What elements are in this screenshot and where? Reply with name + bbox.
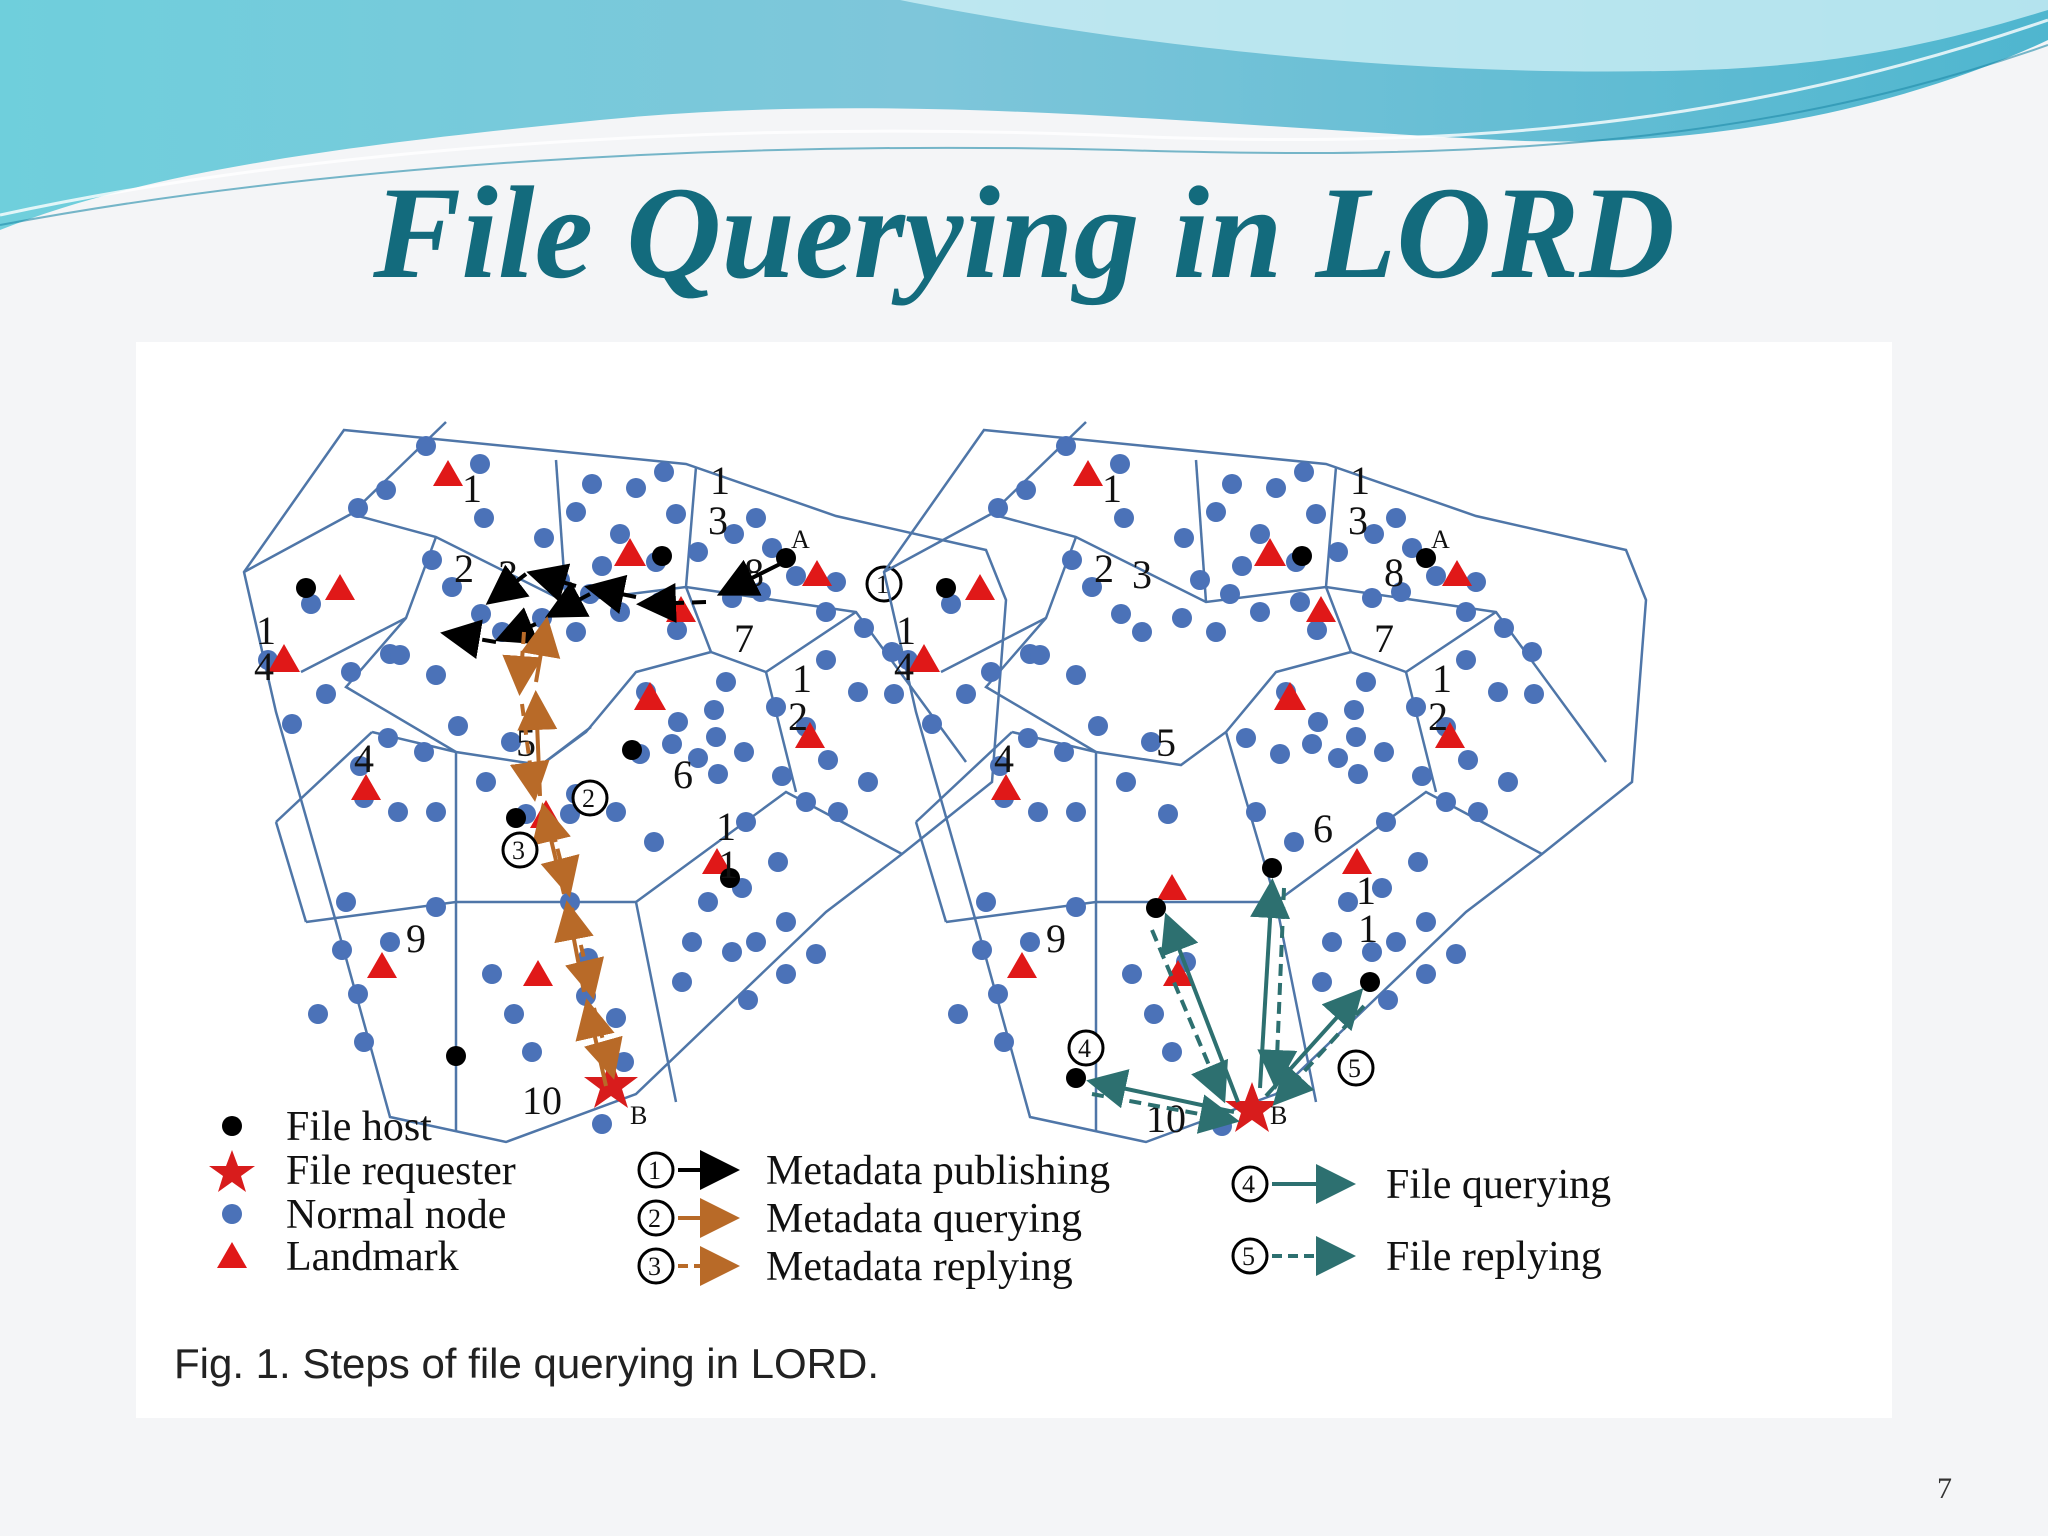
- right-file-hosts: [936, 546, 1436, 1088]
- svg-text:2: 2: [788, 694, 808, 739]
- svg-text:4: 4: [354, 736, 374, 781]
- svg-text:1: 1: [1358, 906, 1378, 951]
- svg-text:3: 3: [708, 498, 728, 543]
- legend-symbols: File host File requester Normal node Lan…: [209, 1104, 516, 1280]
- right-step-4-marker: 4: [1067, 1029, 1105, 1067]
- red-star-icon: [209, 1150, 255, 1192]
- svg-text:Normal node: Normal node: [286, 1192, 506, 1238]
- right-file-querying-arrows: [1086, 878, 1364, 1114]
- left-metadata-replying-arrows: [502, 631, 623, 1080]
- left-host-label-a: A: [791, 525, 810, 554]
- svg-text:1: 1: [462, 466, 482, 511]
- svg-text:1: 1: [1356, 868, 1376, 913]
- svg-text:Metadata querying: Metadata querying: [766, 1196, 1082, 1242]
- svg-text:2: 2: [454, 546, 474, 591]
- right-landmarks: [908, 460, 1472, 986]
- svg-text:3: 3: [1132, 552, 1152, 597]
- svg-text:2: 2: [1094, 546, 1114, 591]
- svg-text:Metadata publishing: Metadata publishing: [766, 1148, 1110, 1194]
- svg-text:1: 1: [710, 458, 730, 503]
- left-requester-label-b: B: [630, 1101, 647, 1130]
- legend-step-4: 4 File querying: [1231, 1162, 1611, 1208]
- legend-steps: 1 Metadata publishing 2 Metadata queryin…: [637, 1148, 1611, 1290]
- svg-text:1: 1: [256, 608, 276, 653]
- svg-text:6: 6: [673, 752, 693, 797]
- svg-text:1: 1: [718, 842, 738, 887]
- svg-text:2: 2: [1428, 694, 1448, 739]
- svg-text:File replying: File replying: [1386, 1234, 1602, 1280]
- svg-text:Landmark: Landmark: [286, 1234, 459, 1280]
- red-triangle-icon: [217, 1242, 247, 1268]
- svg-text:1: 1: [896, 608, 916, 653]
- black-dot-icon: [222, 1116, 242, 1136]
- header-wave-decoration: [0, 0, 2048, 230]
- legend-step-1: 1 Metadata publishing: [637, 1148, 1110, 1194]
- page-number: 7: [1937, 1472, 1952, 1505]
- legend-normal-node: Normal node: [222, 1192, 506, 1238]
- svg-text:4: 4: [1078, 1034, 1091, 1063]
- blue-dot-icon: [222, 1204, 242, 1224]
- svg-text:10: 10: [522, 1078, 562, 1123]
- right-step-5-marker: 5: [1337, 1049, 1375, 1087]
- svg-text:3: 3: [1348, 498, 1368, 543]
- svg-text:File host: File host: [286, 1104, 432, 1150]
- svg-text:1: 1: [716, 804, 736, 849]
- left-step-2-marker: 2: [571, 779, 609, 817]
- svg-text:9: 9: [406, 916, 426, 961]
- svg-text:File requester: File requester: [286, 1148, 516, 1194]
- svg-text:1: 1: [1432, 656, 1452, 701]
- svg-text:4: 4: [994, 736, 1014, 781]
- right-host-label-a: A: [1431, 525, 1450, 554]
- svg-text:Metadata replying: Metadata replying: [766, 1244, 1073, 1290]
- svg-text:7: 7: [1374, 616, 1394, 661]
- slide-title: File Querying in LORD: [373, 159, 1675, 306]
- svg-text:File querying: File querying: [1386, 1162, 1611, 1208]
- figure-caption: Fig. 1. Steps of file querying in LORD.: [174, 1340, 879, 1387]
- svg-text:4: 4: [894, 644, 914, 689]
- svg-text:7: 7: [734, 616, 754, 661]
- svg-text:1: 1: [792, 656, 812, 701]
- right-region-labels: 1 13 2 3 14 8 7 4 5 6 12 9 11 10: [894, 458, 1452, 1141]
- svg-text:1: 1: [648, 1156, 661, 1185]
- left-region-labels: 1 13 2 3 14 8 7 4 5 6 12 9 11 10: [254, 458, 812, 1123]
- svg-text:1: 1: [1102, 466, 1122, 511]
- right-requester-label-b: B: [1270, 1101, 1287, 1130]
- left-file-requester: [584, 1058, 638, 1108]
- svg-text:6: 6: [1313, 806, 1333, 851]
- svg-text:10: 10: [1146, 1096, 1186, 1141]
- svg-text:4: 4: [254, 644, 274, 689]
- svg-text:8: 8: [1384, 550, 1404, 595]
- right-normal-nodes: [898, 436, 1544, 1136]
- svg-text:2: 2: [582, 784, 595, 813]
- svg-text:9: 9: [1046, 916, 1066, 961]
- right-file-replying-arrows: [1091, 887, 1366, 1134]
- legend-step-2: 2 Metadata querying: [637, 1196, 1082, 1242]
- legend-file-requester: File requester: [209, 1148, 516, 1194]
- right-file-requester: [1225, 1082, 1279, 1132]
- left-landmarks: [268, 460, 832, 986]
- left-step-3-marker: 3: [501, 831, 539, 869]
- legend-step-3: 3 Metadata replying: [637, 1244, 1073, 1290]
- lord-querying-diagram: 1 13 2 3 14 8 7 4 5 6 12 9 11 10 A B: [209, 421, 1648, 1290]
- svg-text:4: 4: [1242, 1170, 1255, 1199]
- svg-text:1: 1: [1350, 458, 1370, 503]
- svg-text:5: 5: [1348, 1054, 1361, 1083]
- svg-text:2: 2: [648, 1204, 661, 1233]
- svg-text:5: 5: [1242, 1242, 1255, 1271]
- legend-landmark: Landmark: [217, 1234, 459, 1280]
- svg-text:3: 3: [648, 1252, 661, 1281]
- svg-text:3: 3: [512, 836, 525, 865]
- svg-text:5: 5: [1156, 720, 1176, 765]
- legend-step-5: 5 File replying: [1231, 1234, 1602, 1280]
- legend-file-host: File host: [222, 1104, 432, 1150]
